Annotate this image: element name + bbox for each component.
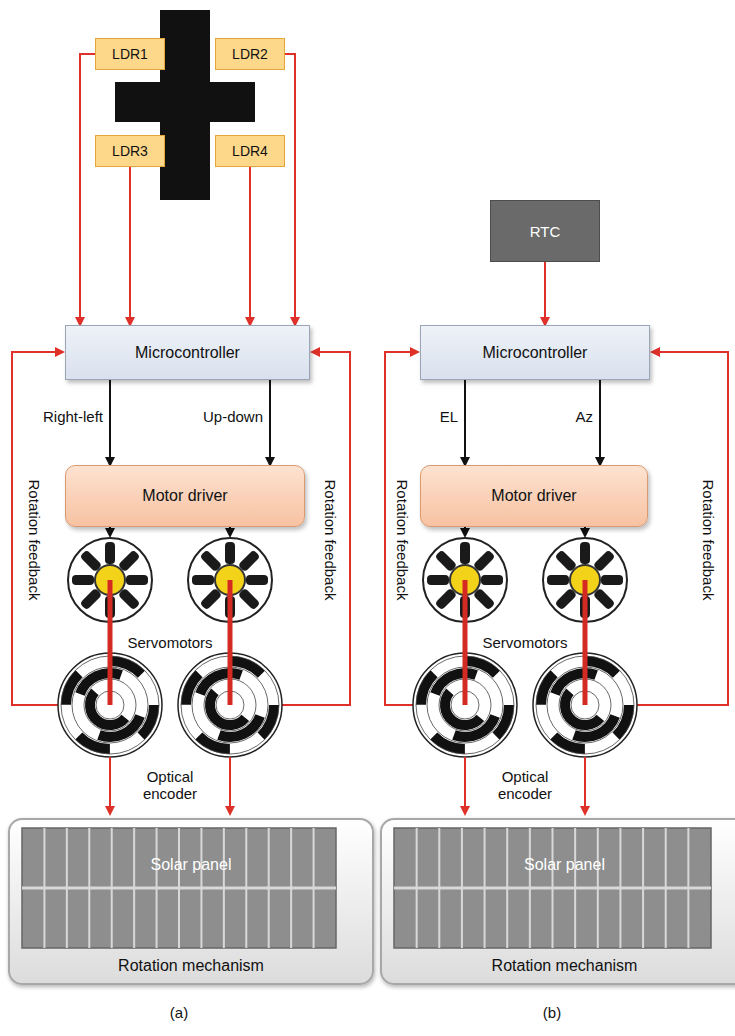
feedback-lines <box>12 352 728 705</box>
signal-arrow <box>129 167 131 325</box>
motor-shaft <box>583 580 588 705</box>
servo-pole <box>126 575 148 585</box>
node-title: Motor driver <box>491 487 576 505</box>
node-title: Motor driver <box>142 487 227 505</box>
sensor-box: LDR3 <box>95 135 165 167</box>
controller-box: Microcontroller <box>420 325 650 380</box>
motor-shaft <box>108 580 113 705</box>
servo-pole <box>192 575 214 585</box>
panel-letter: (a) <box>170 1004 188 1021</box>
node-title: LDR3 <box>112 143 148 159</box>
servo-pole <box>72 575 94 585</box>
servo-pole <box>460 542 470 564</box>
motor-shaft <box>228 580 233 705</box>
node-subtitle: Rotation mechanism <box>10 957 372 975</box>
servo-pole <box>580 542 590 564</box>
cell-gap <box>394 887 711 890</box>
servo-pole <box>601 575 623 585</box>
driver-box: Motor driver <box>420 465 648 527</box>
signal-arrow <box>109 380 111 465</box>
part-label: Optical encoder <box>485 768 565 803</box>
node-subtitle: Rotation mechanism <box>382 957 735 975</box>
servo-pole <box>225 542 235 564</box>
sensor-box: LDR4 <box>215 135 285 167</box>
driver-box: Motor driver <box>65 465 305 527</box>
cell-gap <box>22 887 336 890</box>
sensor-box: LDR1 <box>95 38 165 70</box>
servo-pole <box>246 575 268 585</box>
sensor-box: LDR2 <box>215 38 285 70</box>
part-label: Servomotors <box>482 634 567 651</box>
sensor-cross <box>115 82 255 122</box>
output-arrows <box>110 757 585 814</box>
part-label: Servomotors <box>127 634 212 651</box>
node-title: LDR2 <box>232 46 268 62</box>
servo-pole <box>427 575 449 585</box>
clock-box: RTC <box>490 200 600 262</box>
motor-shaft <box>463 580 468 705</box>
cell-array <box>22 828 336 948</box>
node-title: LDR4 <box>232 143 268 159</box>
signal-arrow <box>464 380 466 465</box>
cell-array <box>394 828 711 948</box>
edge-label: Az <box>574 408 594 425</box>
node-title: LDR1 <box>112 46 148 62</box>
servo-pole <box>547 575 569 585</box>
loop-label: Rotation feedback <box>394 480 411 601</box>
node-title: Solar panel <box>10 856 372 874</box>
servo-encoder-set <box>58 538 637 757</box>
node-title: RTC <box>530 223 561 240</box>
controller-box: Microcontroller <box>65 325 310 380</box>
drive-arrows <box>110 527 585 536</box>
node-title: Microcontroller <box>135 344 240 362</box>
signal-arrow <box>80 54 95 325</box>
panel-box: Solar panelRotation mechanism <box>8 818 374 985</box>
node-title: Microcontroller <box>483 344 588 362</box>
panel-box: Solar panelRotation mechanism <box>380 818 735 985</box>
loop-label: Rotation feedback <box>26 480 43 601</box>
panel-letter: (b) <box>543 1004 561 1021</box>
signal-arrow <box>599 380 601 465</box>
edge-label: Right-left <box>42 408 104 425</box>
loop-label: Rotation feedback <box>322 480 339 601</box>
signal-arrow <box>269 380 271 465</box>
signal-arrow <box>285 54 295 325</box>
part-label: Optical encoder <box>130 768 210 803</box>
loop-label: Rotation feedback <box>700 480 717 601</box>
edge-label: EL <box>439 408 459 425</box>
node-title: Solar panel <box>382 856 735 874</box>
servo-pole <box>105 542 115 564</box>
edge-label: Up-down <box>202 408 264 425</box>
servo-pole <box>481 575 503 585</box>
signal-arrow <box>544 262 546 325</box>
signal-arrow <box>249 167 251 325</box>
